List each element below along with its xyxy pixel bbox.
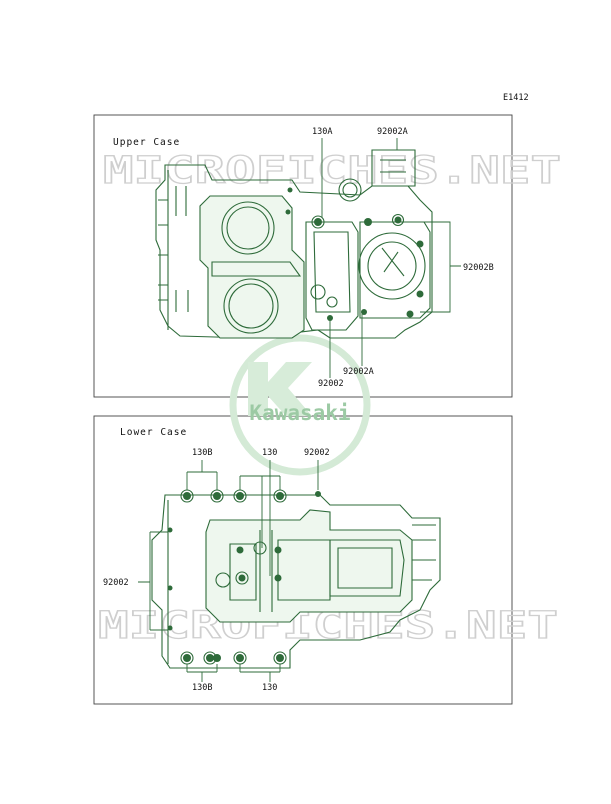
- kawasaki-logo-text: Kawasaki: [249, 401, 350, 425]
- label-lower-130-top: 130: [262, 448, 277, 458]
- label-upper-92002a-bottom: 92002A: [343, 367, 374, 377]
- breather-cap: [338, 178, 362, 202]
- upper-case-frame: [93, 114, 513, 398]
- watermark-layer: MICROFICHES.NET MICROFICHES.NET Kawasaki: [97, 148, 561, 647]
- label-lower-92002-top: 92002: [304, 448, 330, 458]
- cylinder-bore-front: [221, 201, 275, 255]
- upper-case-title: Upper Case: [113, 137, 180, 148]
- lower-case-drawing: [151, 489, 441, 669]
- watermark-site-upper: MICROFICHES.NET: [103, 149, 561, 192]
- diagram-code: E1412: [503, 93, 529, 103]
- cylinder-bore-rear: [223, 278, 279, 334]
- label-lower-92002-left: 92002: [103, 578, 129, 588]
- lower-bolts: [167, 489, 321, 665]
- label-lower-130b-top: 130B: [192, 448, 212, 458]
- upper-bolts: [285, 187, 424, 321]
- upper-callouts: 130A 92002A 92002B 92002A 92002: [312, 127, 494, 389]
- label-lower-130-bottom: 130: [262, 683, 277, 693]
- clutch-housing-circle: [358, 232, 426, 300]
- label-upper-92002a-top: 92002A: [377, 127, 408, 137]
- kawasaki-logo-watermark: Kawasaki: [229, 334, 371, 476]
- label-upper-92002: 92002: [318, 379, 344, 389]
- label-lower-130b-bottom: 130B: [192, 683, 212, 693]
- label-upper-92002b: 92002B: [463, 263, 494, 273]
- label-upper-130a: 130A: [312, 127, 332, 137]
- lower-callouts: 130B 130 92002 92002 130B 130: [103, 448, 330, 693]
- lower-case-title: Lower Case: [120, 427, 187, 438]
